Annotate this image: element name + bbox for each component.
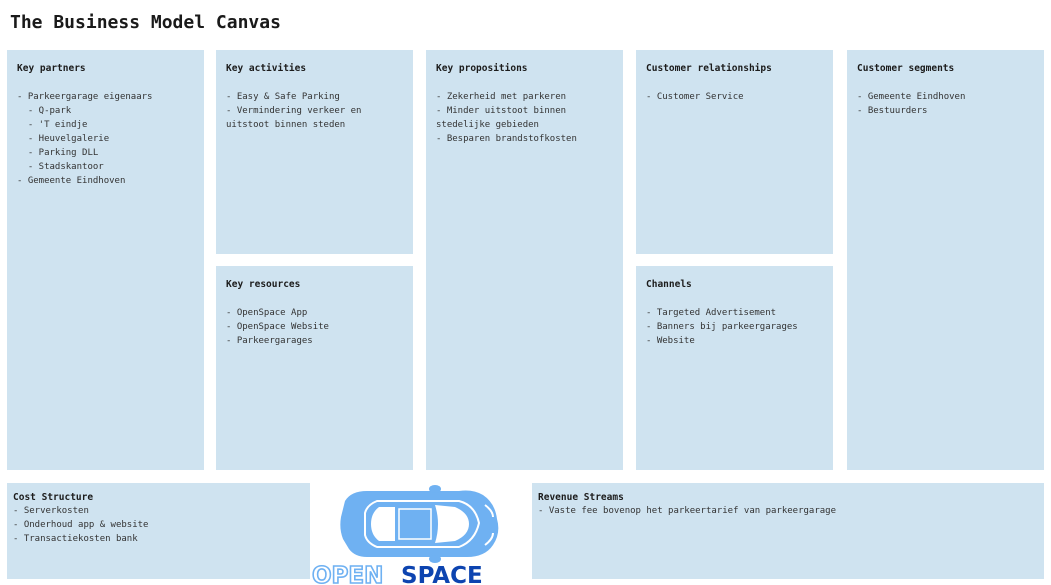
customer-relationships-block: Customer relationships - Customer Servic… (636, 50, 833, 254)
revenue-streams-block: Revenue Streams - Vaste fee bovenop het … (532, 483, 1044, 579)
openspace-logo: OPEN SPACE (309, 483, 529, 585)
key-propositions-heading: Key propositions (436, 63, 528, 74)
logo-text-open: OPEN (312, 563, 383, 585)
key-propositions-line: - Zekerheid met parkeren (436, 92, 567, 102)
customer-segments-line: - Bestuurders (857, 106, 928, 116)
key-resources-heading: Key resources (226, 279, 301, 290)
key-activities-line: uitstoot binnen steden (226, 120, 346, 130)
key-activities-line: - Easy & Safe Parking (226, 92, 340, 102)
car-top-view-icon: OPEN SPACE (311, 485, 499, 585)
key-resources-line: - OpenSpace Website (226, 322, 329, 332)
key-propositions-line: stedelijke gebieden (436, 120, 539, 130)
key-activities-heading: Key activities (226, 63, 307, 74)
key-partners-line: - Parkeergarage eigenaars (17, 92, 153, 102)
channels-block: Channels - Targeted Advertisement - Bann… (636, 266, 833, 470)
channels-line: - Banners bij parkeergarages (646, 322, 798, 332)
customer-relationships-heading: Customer relationships (646, 63, 772, 74)
customer-segments-line: - Gemeente Eindhoven (857, 92, 966, 102)
revenue-streams-heading: Revenue Streams (538, 492, 624, 503)
key-partners-heading: Key partners (17, 63, 86, 74)
logo-text-space: SPACE (401, 563, 483, 585)
key-partners-line: - Stadskantoor (17, 162, 104, 172)
cost-structure-heading: Cost Structure (13, 492, 94, 503)
key-propositions-line: - Besparen brandstofkosten (436, 134, 577, 144)
channels-heading: Channels (646, 279, 692, 290)
customer-segments-block: Customer segments - Gemeente Eindhoven -… (847, 50, 1044, 470)
key-propositions-block: Key propositions - Zekerheid met parkere… (426, 50, 623, 470)
key-activities-block: Key activities - Easy & Safe Parking - V… (216, 50, 413, 254)
key-partners-line: - Heuvelgalerie (17, 134, 110, 144)
key-partners-line: - Q-park (17, 106, 72, 116)
key-activities-line: - Vermindering verkeer en (226, 106, 362, 116)
cost-structure-line: - Onderhoud app & website (13, 519, 149, 530)
key-resources-line: - Parkeergarages (226, 336, 313, 346)
key-partners-line: - 'T eindje (17, 120, 88, 130)
cost-structure-line: - Transactiekosten bank (13, 533, 138, 544)
channels-line: - Targeted Advertisement (646, 308, 777, 318)
cost-structure-line: - Serverkosten (13, 506, 89, 516)
key-partners-line: - Parking DLL (17, 148, 99, 158)
key-resources-block: Key resources - OpenSpace App - OpenSpac… (216, 266, 413, 470)
key-partners-block: Key partners - Parkeergarage eigenaars -… (7, 50, 204, 470)
channels-line: - Website (646, 336, 695, 346)
key-partners-line: - Gemeente Eindhoven (17, 176, 126, 186)
key-resources-line: - OpenSpace App (226, 308, 308, 318)
customer-relationships-line: - Customer Service (646, 92, 744, 102)
customer-segments-heading: Customer segments (857, 63, 955, 74)
key-propositions-line: - Minder uitstoot binnen (436, 106, 567, 116)
cost-structure-block: Cost Structure - Serverkosten - Onderhou… (7, 483, 310, 579)
page-title: The Business Model Canvas (10, 12, 281, 33)
revenue-streams-line: - Vaste fee bovenop het parkeertarief va… (538, 506, 837, 516)
